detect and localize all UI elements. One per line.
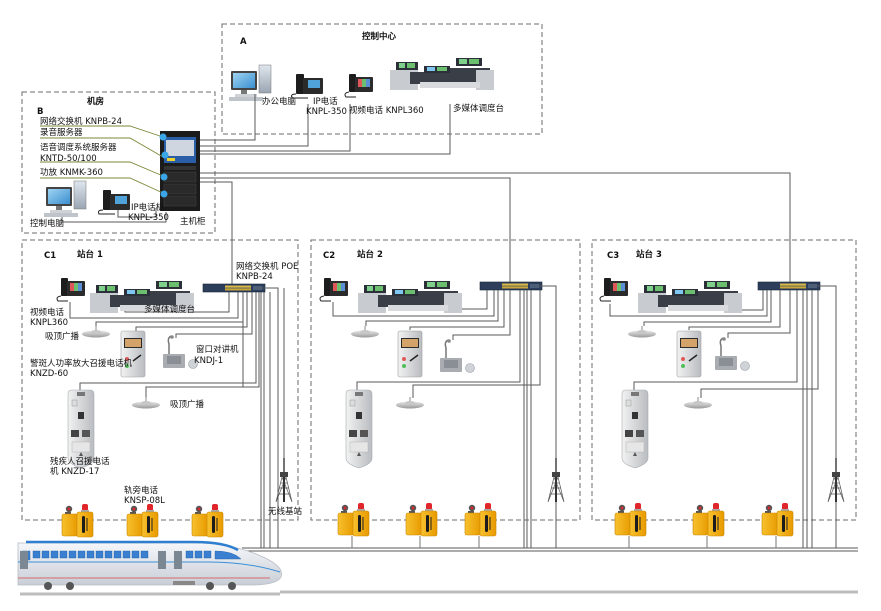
station-1-intercom-label-line1: 窗口对讲机 xyxy=(196,345,239,355)
station-2-video-phone-icon xyxy=(319,277,349,302)
dispatch-console-label: 多媒体调度台 xyxy=(453,104,505,114)
main-cabinet-icon xyxy=(160,131,200,211)
office-pc-label: 办公电脑 xyxy=(262,97,297,107)
station-2-speaker-2-icon xyxy=(395,396,425,409)
station-3-pillar-phone-icon xyxy=(621,389,649,469)
station-2-track-phone-3-icon xyxy=(464,502,497,537)
station-1-box xyxy=(21,239,299,521)
station-3-video-phone-icon xyxy=(599,277,629,302)
station-2-intercom-icon xyxy=(439,338,476,374)
station-1-intercom-label-line2: KNDJ-1 xyxy=(194,356,224,366)
cabinet-leds xyxy=(159,133,169,198)
ip-phone-label-line1: IP电话 xyxy=(313,97,338,107)
station-1-switch-label-line2: KNPB-24 xyxy=(236,272,273,282)
station-1-title: 站台 1 xyxy=(77,250,103,260)
dispatch-console-icon xyxy=(390,58,494,90)
station-1-track-phone-1-icon xyxy=(61,503,94,538)
machine-ip-phone-icon xyxy=(98,189,131,215)
machine-room-title: 机房 xyxy=(87,97,105,107)
station-1-disabled-phone-label-line2: 机 KNZD-17 xyxy=(50,467,100,477)
station-3-tower-icon xyxy=(827,457,845,503)
control-pc-icon xyxy=(43,180,87,218)
station-1-help-phone-label-line2: KNZD-60 xyxy=(30,369,69,379)
station-3-track-phone-1-icon xyxy=(614,502,647,537)
station-1-track-phone-2-icon xyxy=(126,503,159,538)
station-3-speaker-2-icon xyxy=(683,396,713,409)
machine-room-item-dispatch-model: KNTD-50/100 xyxy=(40,154,97,164)
station-2-speaker-1-icon xyxy=(350,325,380,338)
station-3-console-icon xyxy=(638,281,742,313)
station-1-speaker-1-label: 吸顶广播 xyxy=(45,332,80,342)
machine-ip-phone-label-line2: KNPL-350 xyxy=(128,213,169,223)
machine-room-item-switch: 网络交换机 KNPB-24 xyxy=(40,117,122,127)
station-1-help-phone-label-line1: 警斑人功率放大召援电话机 xyxy=(30,359,133,369)
station-3-intercom-icon xyxy=(714,336,751,372)
machine-room-id: B xyxy=(37,107,44,117)
station-1-help-phone-icon xyxy=(120,330,146,378)
ip-phone-label-line2: KNPL-350 xyxy=(306,107,347,117)
control-center-title: 控制中心 xyxy=(362,32,397,42)
station-3-id: C3 xyxy=(607,251,620,261)
cabinet-leaders xyxy=(40,125,164,194)
machine-ip-phone-label-line1: IP电话机 xyxy=(131,203,165,213)
station-1-speaker-1-icon xyxy=(81,325,111,338)
station-1-speaker-2-label: 吸顶广播 xyxy=(170,400,205,410)
station-2-track-phone-1-icon xyxy=(337,502,370,537)
station-1-video-phone-label-line2: KNPL360 xyxy=(30,318,69,328)
station-2-id: C2 xyxy=(323,251,336,261)
control-pc-label: 控制电脑 xyxy=(30,219,65,229)
station-1-console-label: 多媒体调度台 xyxy=(144,305,196,315)
control-center-box xyxy=(221,23,543,135)
track-phone-drops xyxy=(351,536,777,548)
station-3-speaker-1-icon xyxy=(627,325,657,338)
machine-room-item-amplifier: 功放 KNMK-360 xyxy=(40,168,103,178)
station-1-base-station-label: 无线基站 xyxy=(268,507,303,517)
station-1-video-phone-label-line1: 视频电话 xyxy=(30,308,65,318)
station-1-track-phone-label-line2: KNSP-08L xyxy=(124,496,165,506)
station-1-disabled-phone-label-line1: 残疾人召援电话 xyxy=(50,457,110,467)
station-1-intercom-icon xyxy=(162,334,199,370)
station-3-help-phone-icon xyxy=(676,330,702,378)
station-3-title: 站台 3 xyxy=(636,250,662,260)
station-1-track-phone-label-line1: 轨旁电话 xyxy=(124,486,159,496)
machine-room-item-dispatch-server: 语音调度系统服务器 xyxy=(40,143,117,153)
station-1-track-phone-3-icon xyxy=(191,503,224,538)
station-2-track-phone-2-icon xyxy=(405,502,438,537)
office-pc-icon xyxy=(228,64,272,102)
cabinet-label: 主机柜 xyxy=(180,217,206,227)
ip-phone-icon xyxy=(291,73,324,99)
station-1-cables xyxy=(69,287,285,548)
station-1-video-phone-icon xyxy=(56,277,86,302)
station-3-track-phone-2-icon xyxy=(692,502,725,537)
station-2-console-icon xyxy=(358,281,462,313)
control-center-id: A xyxy=(240,37,247,47)
station-2-help-phone-icon xyxy=(397,330,423,378)
station-2-tower-icon xyxy=(547,457,565,503)
station-2-pillar-phone-icon xyxy=(345,389,373,469)
station-1-speaker-2-icon xyxy=(131,396,161,409)
station-2-cables xyxy=(332,285,557,548)
station-3-track-phone-3-icon xyxy=(761,502,794,537)
rail-lines xyxy=(20,547,858,596)
machine-room-item-recorder: 录音服务器 xyxy=(40,128,83,138)
video-phone-label: 视频电话 KNPL360 xyxy=(349,106,424,116)
machine-room-box xyxy=(21,91,216,234)
train-icon xyxy=(17,540,282,590)
station-2-title: 站台 2 xyxy=(357,250,383,260)
station-2-box xyxy=(310,239,581,521)
station-1-id: C1 xyxy=(44,251,57,261)
station-1-switch-label-line1: 网络交换机 POE xyxy=(236,262,299,272)
video-phone-icon xyxy=(344,73,374,98)
